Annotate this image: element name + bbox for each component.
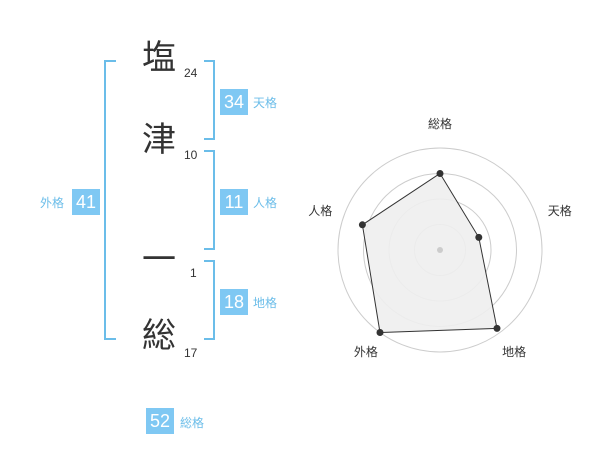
jinkaku-bracket-top (204, 150, 215, 152)
radar-axis-label-3: 地格 (502, 344, 526, 359)
radar-axis-label-5: 人格 (308, 203, 332, 218)
radar-ring-4 (337, 147, 543, 353)
radar-center-dot (437, 247, 443, 253)
stroke-count-2: 10 (184, 148, 198, 162)
name-char-3: 一 (142, 240, 176, 280)
radar-point-5 (358, 221, 366, 229)
soukaku-label: 総格 (180, 416, 205, 430)
radar-point-4 (376, 329, 384, 336)
soukaku-value-badge: 52 (146, 408, 174, 434)
radar-axis-label-2: 天格 (548, 203, 572, 218)
jinkaku-value-badge: 11 (220, 189, 248, 215)
radar-polygon-group (358, 170, 501, 336)
tenkaku-bracket-top (204, 60, 215, 62)
radar-axis-label-4: 外格 (354, 344, 378, 359)
gaikaku-value-badge: 41 (72, 189, 100, 215)
chikaku-bracket-bottom (204, 338, 215, 340)
chikaku-bracket (213, 260, 215, 340)
tenkaku-bracket (213, 60, 215, 140)
tenkaku-label: 天格 (253, 96, 278, 110)
chikaku-label: 地格 (253, 296, 278, 310)
jinkaku-label: 人格 (253, 196, 278, 210)
radar-point-3 (493, 324, 501, 332)
gaikaku-bracket-bottom (104, 338, 116, 340)
chikaku-value-badge: 18 (220, 289, 248, 315)
name-char-1: 塩 (142, 38, 176, 78)
stroke-count-3: 1 (190, 266, 197, 280)
jinkaku-bracket (213, 150, 215, 250)
gaikaku-bracket-top (104, 60, 116, 62)
radar-polygon (361, 172, 498, 334)
tenkaku-bracket-bottom (204, 138, 215, 140)
stroke-count-4: 17 (184, 346, 198, 360)
gaikaku-bracket (104, 60, 106, 340)
name-char-4: 総 (142, 316, 176, 356)
radar-point-2 (475, 233, 483, 241)
stroke-count-1: 24 (184, 66, 198, 80)
radar-axis-label-1: 総格 (428, 116, 452, 131)
radar-point-1 (436, 170, 444, 177)
gaikaku-label: 外格 (40, 196, 65, 210)
jinkaku-bracket-bottom (204, 248, 215, 250)
chikaku-bracket-top (204, 260, 215, 262)
name-char-2: 津 (142, 120, 176, 160)
tenkaku-value-badge: 34 (220, 89, 248, 115)
